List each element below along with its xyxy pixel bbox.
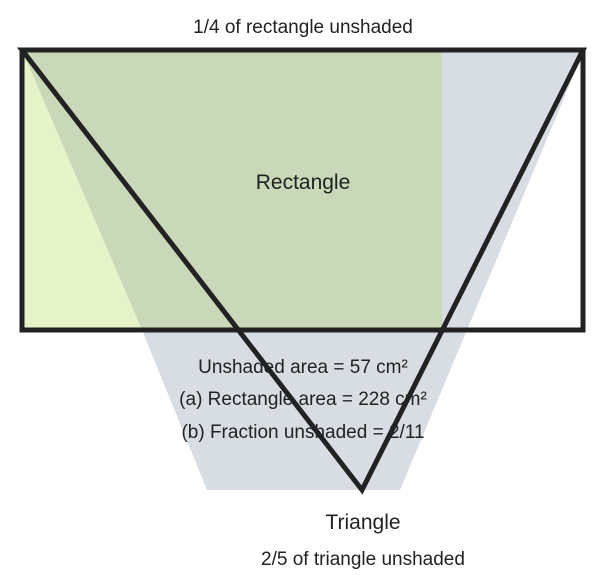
overlap-shaded-region xyxy=(22,50,442,330)
rectangle-label: Rectangle xyxy=(256,171,351,194)
triangle-outline xyxy=(16,47,588,495)
top-caption: 1/4 of rectangle unshaded xyxy=(193,17,413,38)
triangle-only-shaded-region xyxy=(142,50,583,490)
unshaded-area-text: Unshaded area = 57 cm² xyxy=(198,357,408,378)
bottom-caption: 2/5 of triangle unshaded xyxy=(261,549,465,570)
answer-b-text: (b) Fraction unshaded = 2/11 xyxy=(181,422,424,443)
answer-a-text: (a) Rectangle area = 228 cm² xyxy=(179,389,427,410)
triangle-label: Triangle xyxy=(325,511,400,534)
